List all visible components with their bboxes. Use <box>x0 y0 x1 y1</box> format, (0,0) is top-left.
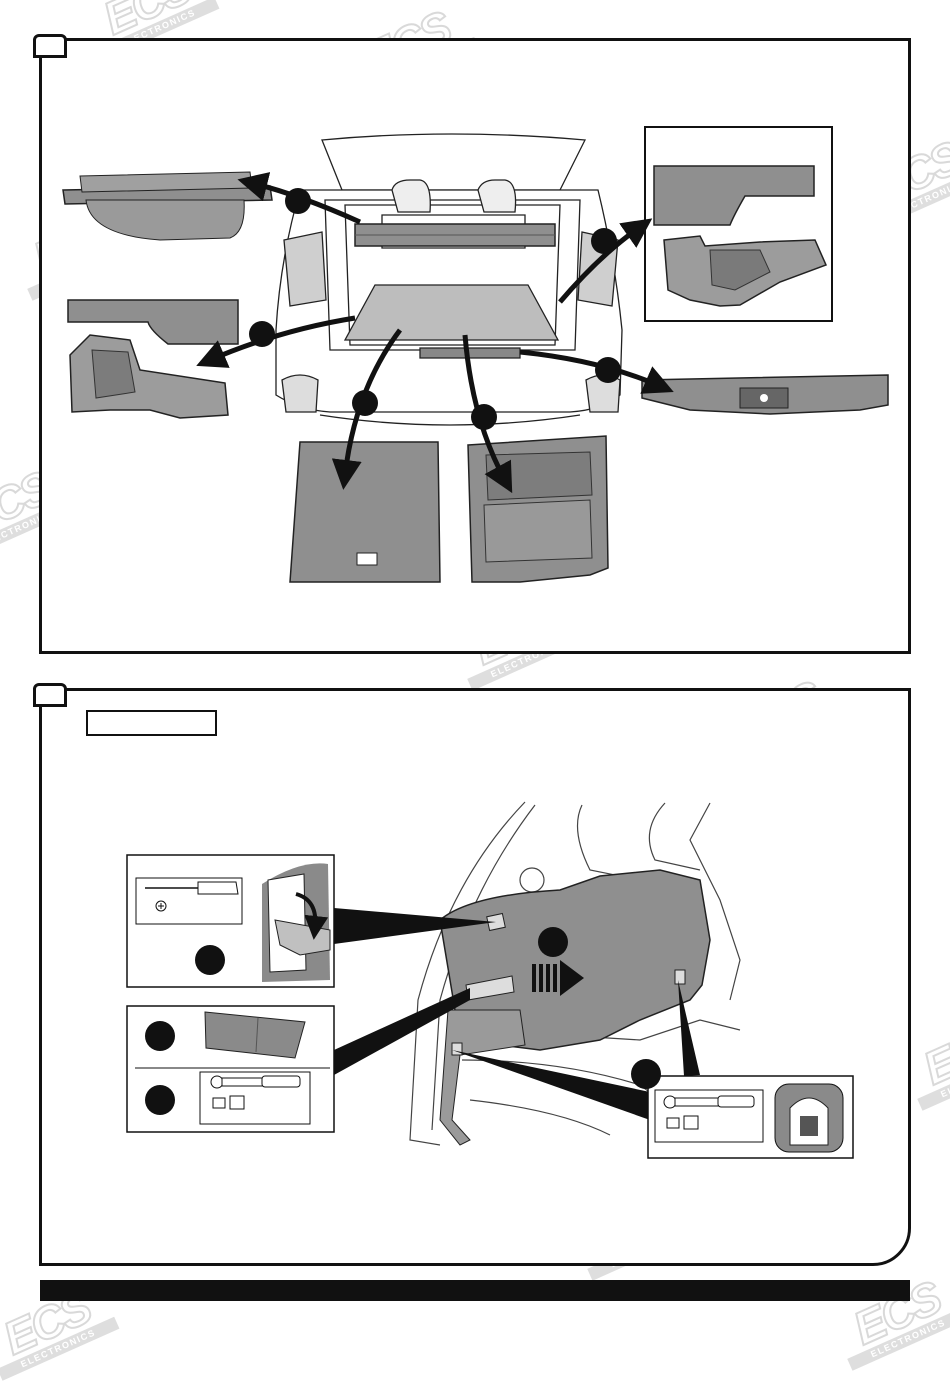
trunk-side-trim-panel <box>439 869 711 1146</box>
step-2-label-box <box>86 710 217 736</box>
part-floor-tray <box>467 435 609 583</box>
bolt-mount-detail <box>774 1083 844 1153</box>
step-bullet-icon <box>631 1059 661 1089</box>
socket-icon <box>666 1115 699 1130</box>
cargo-cover-in-car <box>354 223 556 247</box>
part-floor-board <box>289 441 441 583</box>
socket-icon <box>212 1095 245 1110</box>
ratchet-wrench-icon <box>210 1075 301 1089</box>
car-rear-illustration <box>275 133 623 426</box>
part-left-trim <box>67 299 239 419</box>
step-bullet-icon <box>145 1085 175 1115</box>
step-bullet-icon <box>195 945 225 975</box>
inset-bolt-removal <box>631 1059 854 1159</box>
part-sill-trim <box>641 374 889 415</box>
ratchet-wrench-icon <box>663 1095 755 1109</box>
step-2-bullet-main <box>538 927 568 957</box>
step-bullet-icon <box>145 1021 175 1051</box>
inset-clip-removal <box>126 854 335 988</box>
push-arrow-icon <box>532 960 584 996</box>
step-1-bullets <box>249 188 621 430</box>
step-1-tab <box>33 34 67 58</box>
callout-wedges <box>334 908 700 1120</box>
step-2-tab <box>33 683 67 707</box>
part-cargo-cover <box>62 171 273 241</box>
illustration-canvas <box>62 126 889 1159</box>
footer-bar <box>40 1280 910 1301</box>
inset-trim-and-ratchet <box>126 1005 335 1133</box>
phillips-screwdriver-icon <box>145 881 239 912</box>
part-right-trim-inset <box>644 126 833 322</box>
